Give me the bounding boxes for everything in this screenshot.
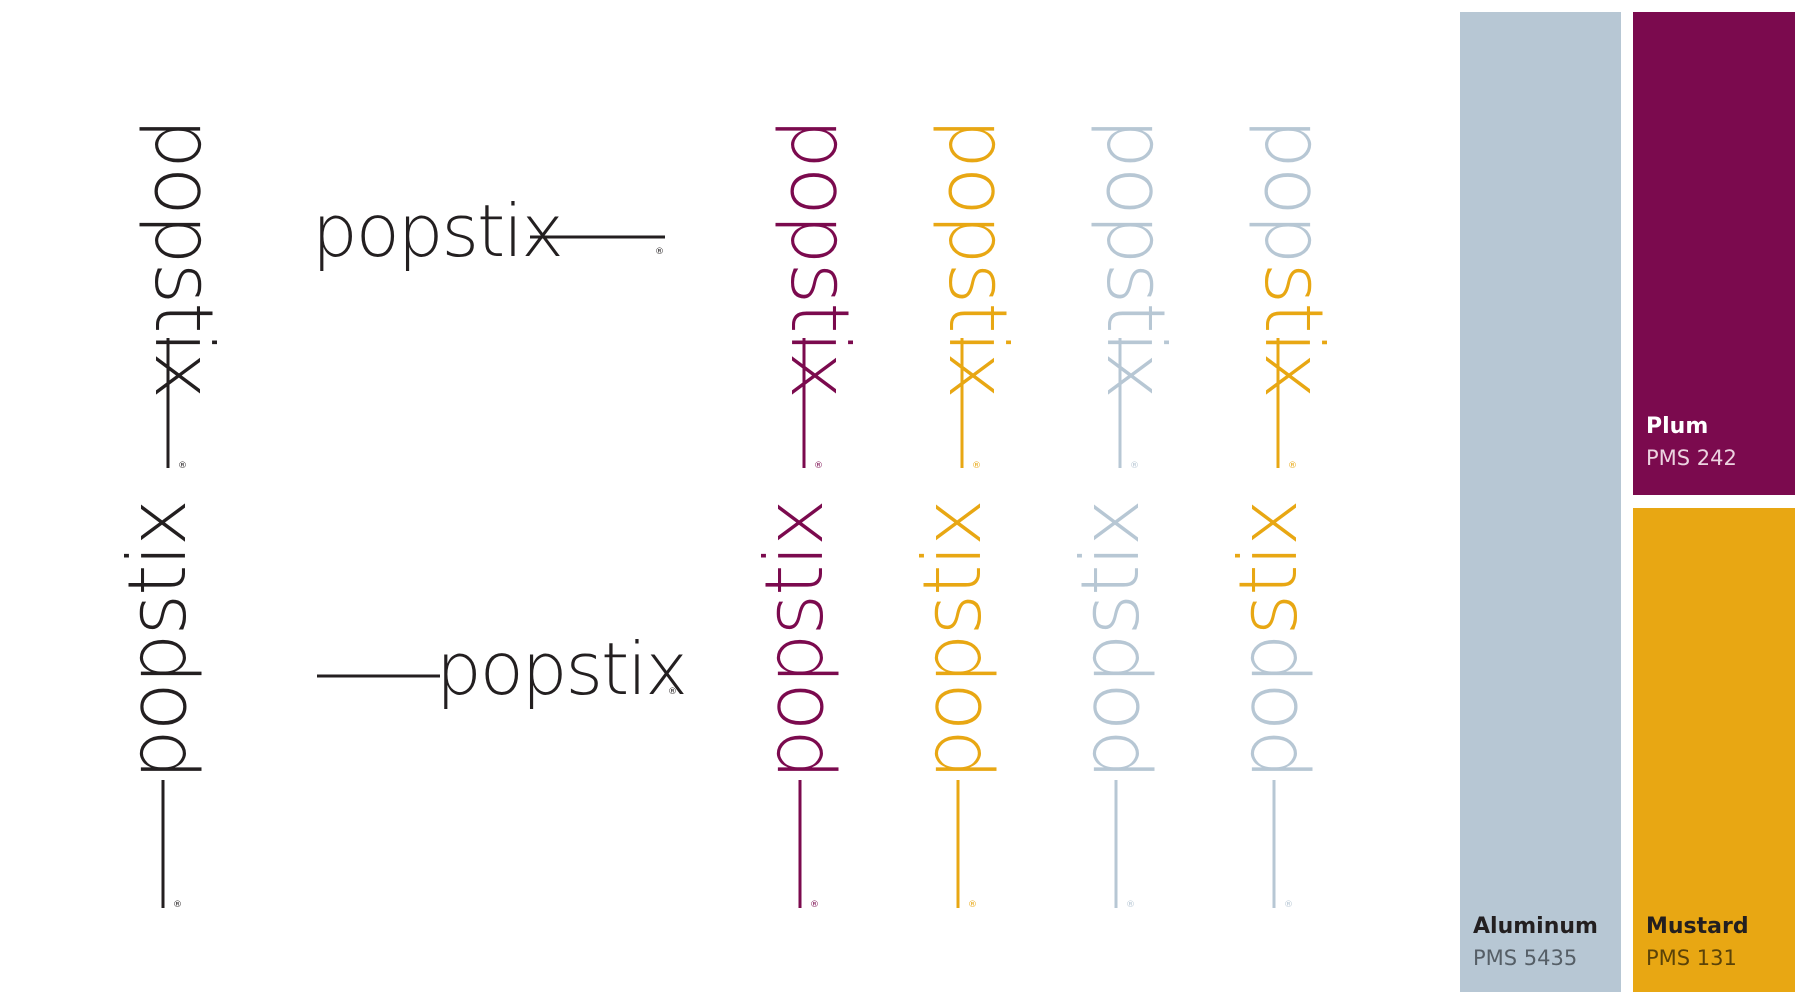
swatch-aluminum: Aluminum PMS 5435 [1460, 12, 1621, 992]
registered-mark: ® [655, 247, 664, 257]
registered-mark: ® [173, 900, 182, 910]
logo-colorway-bottom-3: popstix ® [1064, 501, 1157, 910]
registered-mark: ® [810, 900, 819, 910]
logo-wordmark: popstix [1064, 501, 1157, 780]
logo-colorway-top-1: popstix ® [773, 118, 866, 471]
logo-wordmark: popstix [906, 501, 999, 780]
logo-wordmark: popstix [748, 501, 841, 780]
logo-wordmark: popstix [773, 118, 866, 397]
registered-mark: ® [1130, 461, 1139, 471]
logo-primary-horizontal-stick-left: popstix® [317, 627, 688, 711]
swatch-mustard: Mustard PMS 131 [1633, 508, 1795, 992]
logo-colorway-bottom-1: popstix ® [748, 501, 841, 910]
logo-colorway-bottom-4: popstix ® [1222, 501, 1315, 910]
registered-mark: ® [1288, 461, 1297, 471]
logo-primary-horizontal-stick-right: popstix ® [312, 189, 665, 273]
swatch-name: Plum [1646, 414, 1709, 439]
logo-primary-vertical-up: popstix ® [111, 501, 204, 910]
registered-mark: ® [972, 461, 981, 471]
logo-primary-vertical-down: popstix ® [137, 118, 230, 471]
registered-mark: ® [968, 900, 977, 910]
logo-wordmark: popstix [1222, 501, 1315, 780]
logo-wordmark: popstix [137, 118, 230, 397]
logo-wordmark: popstix [1247, 118, 1340, 397]
logo-colorway-top-4: popstix ® [1247, 118, 1340, 471]
logo-wordmark: popstix [111, 501, 204, 780]
logo-colorway-top-2: popstix ® [931, 118, 1024, 471]
registered-mark: ® [668, 687, 677, 697]
logo-wordmark: popstix [436, 627, 686, 711]
registered-mark: ® [178, 461, 187, 471]
swatch-name: Mustard [1646, 914, 1749, 939]
logo-wordmark: popstix [931, 118, 1024, 397]
logo-wordmark: popstix [312, 189, 562, 273]
swatch-plum: Plum PMS 242 [1633, 12, 1795, 495]
logo-colorway-top-3: popstix ® [1089, 118, 1182, 471]
registered-mark: ® [814, 461, 823, 471]
swatch-code: PMS 5435 [1473, 946, 1578, 970]
swatch-code: PMS 242 [1646, 446, 1737, 470]
registered-mark: ® [1126, 900, 1135, 910]
registered-mark: ® [1284, 900, 1293, 910]
swatch-code: PMS 131 [1646, 946, 1737, 970]
logo-colorway-bottom-2: popstix ® [906, 501, 999, 910]
swatch-name: Aluminum [1473, 914, 1598, 939]
logo-wordmark: popstix [1089, 118, 1182, 397]
